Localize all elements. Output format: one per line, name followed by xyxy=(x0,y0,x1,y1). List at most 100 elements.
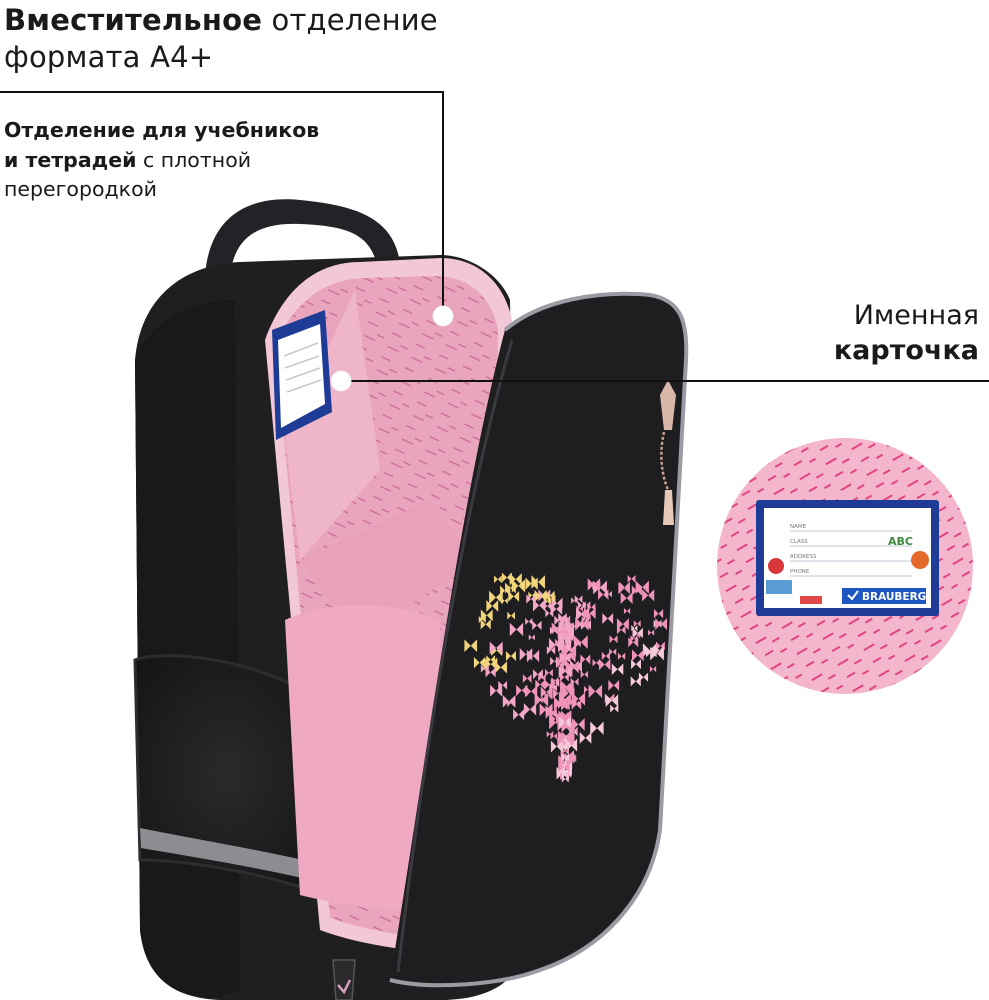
butterfly-mark xyxy=(630,676,641,687)
butterfly-mark xyxy=(592,659,600,667)
butterfly-mark xyxy=(543,602,551,610)
butterfly-mark xyxy=(547,594,556,603)
butterfly-mark xyxy=(574,641,581,648)
butterfly-mark xyxy=(509,622,524,637)
butterfly-mark xyxy=(572,718,585,731)
butterfly-mark xyxy=(578,601,586,610)
butterfly-mark xyxy=(609,648,617,656)
butterfly-mark xyxy=(598,658,611,671)
card-field-label: NAME xyxy=(790,524,807,530)
butterfly-mark xyxy=(525,617,533,626)
butterfly-mark xyxy=(555,656,567,668)
butterfly-mark xyxy=(587,603,596,612)
butterfly-mark xyxy=(544,590,555,601)
butterfly-mark xyxy=(557,657,566,667)
butterfly-mark xyxy=(618,582,630,595)
butterfly-mark xyxy=(642,643,657,658)
butterfly-mark xyxy=(534,590,547,603)
butterfly-mark xyxy=(602,613,614,624)
butterfly-mark xyxy=(559,664,573,677)
butterfly-mark xyxy=(617,652,626,660)
butterfly-mark xyxy=(581,616,589,623)
front-flap xyxy=(389,291,689,988)
butterfly-mark xyxy=(516,684,528,697)
butterfly-mark xyxy=(559,651,571,663)
alarm-clock-icon xyxy=(768,558,784,574)
butterfly-mark xyxy=(631,649,644,662)
zoom-card-abc: ABC xyxy=(888,535,913,548)
butterfly-mark xyxy=(545,609,554,618)
callout-main-line2: формата А4+ xyxy=(4,40,214,75)
butterfly-mark xyxy=(489,641,503,655)
zipper-pull-top xyxy=(660,380,676,525)
butterfly-mark xyxy=(565,635,572,643)
butterfly-mark xyxy=(574,595,583,604)
butterfly-mark xyxy=(508,590,520,602)
butterfly-mark xyxy=(648,629,655,636)
callout-line-main xyxy=(0,91,444,314)
butterfly-mark xyxy=(558,639,572,653)
butterfly-mark xyxy=(620,592,633,605)
butterfly-mark xyxy=(559,672,569,682)
butterfly-mark xyxy=(631,585,642,596)
sneakers-icon xyxy=(800,596,822,604)
butterfly-mark xyxy=(526,594,536,604)
butterfly-mark xyxy=(539,703,553,717)
brand-badge: BRAUBERG xyxy=(842,588,926,604)
butterfly-mark xyxy=(532,599,546,612)
callout-main-compartment: Вместительное отделение формата А4+ xyxy=(4,2,438,76)
callout-books-line1: Отделение для учебников xyxy=(4,118,320,142)
butterfly-mark xyxy=(569,622,578,630)
butterfly-mark xyxy=(558,731,572,745)
butterfly-mark xyxy=(642,589,655,602)
butterfly-mark xyxy=(575,617,589,631)
butterfly-mark xyxy=(631,659,641,670)
butterfly-mark xyxy=(478,615,486,624)
butterfly-mark xyxy=(623,607,631,615)
butterfly-mark xyxy=(505,650,516,661)
butterfly-mark xyxy=(580,654,591,665)
butterfly-mark xyxy=(609,635,618,644)
butterfly-mark xyxy=(601,651,610,661)
butterfly-mark xyxy=(546,646,556,655)
butterfly-mark xyxy=(558,621,571,634)
butterfly-mark xyxy=(507,699,515,707)
butterfly-mark xyxy=(561,710,571,720)
butterfly-mark xyxy=(532,620,542,631)
butterfly-mark xyxy=(546,731,554,738)
butterfly-mark xyxy=(523,703,537,716)
butterfly-mark xyxy=(573,700,580,707)
butterfly-mark xyxy=(509,573,522,586)
butterfly-mark xyxy=(616,625,626,635)
butterfly-mark xyxy=(605,590,612,598)
butterfly-mark xyxy=(494,661,507,674)
butterfly-mark xyxy=(605,694,619,707)
butterfly-mark xyxy=(494,575,502,584)
card-field-label: ADDRESS xyxy=(790,554,817,560)
butterfly-mark xyxy=(646,646,657,658)
butterfly-mark xyxy=(649,666,657,673)
butterfly-mark xyxy=(631,625,638,632)
butterfly-mark xyxy=(616,618,629,631)
butterfly-mark xyxy=(464,639,478,653)
card-field-label: PHONE xyxy=(790,569,810,575)
butterfly-mark xyxy=(549,626,558,635)
butterfly-mark xyxy=(473,656,486,669)
zipper-pull-bottom xyxy=(332,959,356,1000)
butterfly-mark xyxy=(498,680,508,690)
butterfly-mark xyxy=(590,721,604,735)
callout-card-line1: Именная xyxy=(853,300,979,331)
callout-dot-main xyxy=(432,305,454,327)
butterfly-mark xyxy=(485,667,496,678)
butterfly-mark xyxy=(489,590,503,605)
callout-main-line1: Вместительное отделение xyxy=(4,3,438,37)
butterfly-mark xyxy=(638,672,649,682)
butterfly-mark xyxy=(558,693,572,706)
butterfly-mark xyxy=(526,649,540,663)
butterfly-mark xyxy=(630,635,638,643)
butterfly-mark xyxy=(558,613,567,622)
butterfly-mark xyxy=(558,761,570,773)
butterfly-mark xyxy=(627,574,636,583)
